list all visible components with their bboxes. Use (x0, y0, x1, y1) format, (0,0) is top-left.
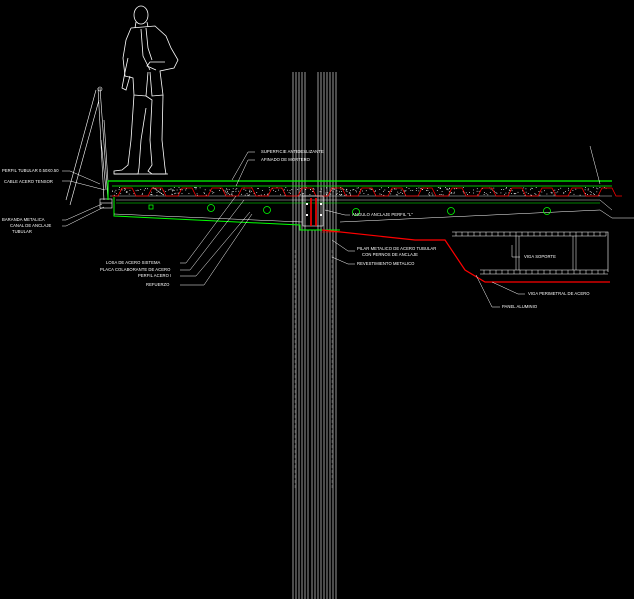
label-pilar-1: PILAR METALICO DE ACERO TUBULAR (357, 246, 436, 251)
label-perfil-i: PERFIL ACERO I (138, 273, 171, 278)
label-perfil-tubular: PERFIL TUBULAR 0.50X0.50 (2, 168, 59, 173)
label-tubular: TUBULAR (12, 229, 32, 234)
label-placa-colaborante: PLACA COLABORANTE DE ACERO (100, 267, 171, 272)
person-figure (113, 5, 179, 175)
guardrail (65, 86, 113, 209)
leader-lines (62, 151, 525, 308)
cladding-profile (321, 229, 610, 283)
support-truss (452, 231, 609, 275)
steel-deck-corrugation (112, 187, 622, 197)
label-pilar-2: CON PERNOS DE ANCLAJE (362, 252, 418, 257)
steel-column (292, 72, 337, 599)
label-superficie: SUPERFICIE ANTIDESLIZANTE (261, 149, 324, 154)
label-viga-perimetral: VIGA PERIMETRAL DE ACERO (528, 291, 590, 296)
label-revestimiento: REVESTIMIENTO METALICO (357, 261, 415, 266)
floor-slab (107, 145, 634, 231)
label-canal-anclaje: CANAL DE ANCLAJE (10, 223, 52, 228)
label-losa-acero: LOSA DE ACERO SISTEMA (106, 260, 160, 265)
label-cable-acero: CABLE ACERO TENSOR (4, 179, 53, 184)
label-refuerzo: REFUERZO (146, 282, 170, 287)
label-panel: PANEL ALUMINIO (502, 304, 538, 309)
column-beam-connection (302, 195, 324, 227)
label-afinado: AFINADO DE MORTERO (261, 157, 311, 162)
label-angulo: ANGULO ANCLAJE PERFIL "L" (352, 212, 413, 217)
beam-markers (148, 204, 551, 216)
label-viga-soporte: VIGA SOPORTE (524, 254, 556, 259)
label-baranda: BARANDA METALICA (2, 217, 45, 222)
concrete-fill (112, 187, 607, 196)
annotations: PERFIL TUBULAR 0.50X0.50 CABLE ACERO TEN… (2, 149, 590, 309)
